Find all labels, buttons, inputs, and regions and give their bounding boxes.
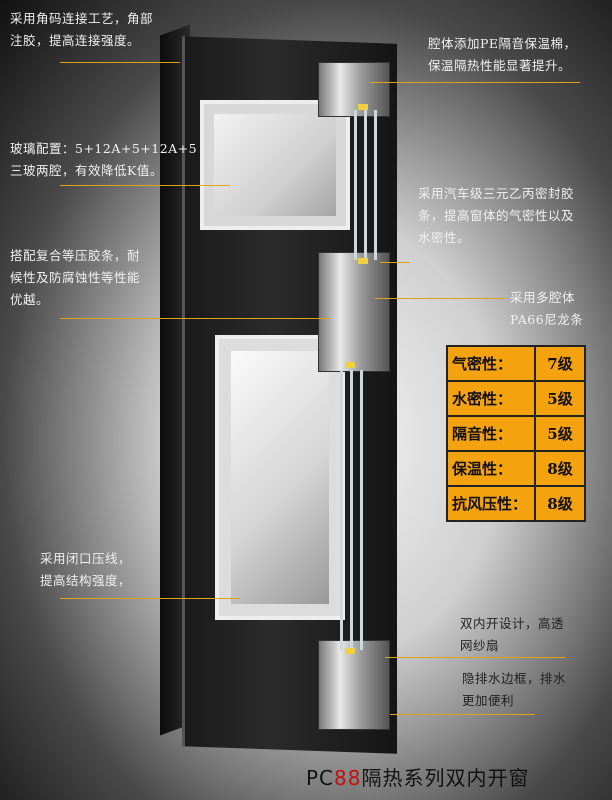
annotation-line: 网纱扇 xyxy=(460,638,500,653)
product-title: PC88隔热系列双内开窗 xyxy=(306,762,529,791)
annotation-drain: 隐排水边框，排水 更加便利 xyxy=(462,668,566,712)
table-row: 抗风压性：8级 xyxy=(446,485,586,522)
spec-name: 保温性： xyxy=(446,450,536,487)
gasket-strip xyxy=(358,104,368,110)
annotation-line: 更加便利 xyxy=(462,693,515,708)
spec-name: 水密性： xyxy=(446,380,536,417)
annotation-line: 候性及防腐蚀性等性能 xyxy=(10,270,141,285)
leader-line xyxy=(375,298,505,299)
gasket-strip xyxy=(345,362,355,368)
spec-name: 气密性： xyxy=(446,345,536,382)
glass-pane-5 xyxy=(350,370,353,650)
annotation-line: 三玻两腔，有效降低K值。 xyxy=(10,163,163,178)
gasket-strip xyxy=(345,648,355,654)
glass-pane-6 xyxy=(360,370,363,650)
lower-glass-panel xyxy=(215,335,345,620)
annotation-corner: 采用角码连接工艺，角部 注胶，提高连接强度。 xyxy=(10,8,153,52)
leader-line xyxy=(390,714,535,715)
annotation-line: 采用汽车级三元乙丙密封胶 xyxy=(418,186,575,201)
leader-line xyxy=(60,62,180,63)
leader-line xyxy=(60,318,330,319)
spec-name: 抗风压性： xyxy=(446,485,536,522)
spec-grade: 8级 xyxy=(534,450,586,487)
annotation-pe-cotton: 腔体添加PE隔音保温棉， 保温隔热性能显著提升。 xyxy=(428,33,577,77)
table-row: 气密性：7级 xyxy=(446,345,586,382)
bottom-profile-section xyxy=(318,640,390,730)
upper-glass-panel xyxy=(200,100,350,230)
leader-line xyxy=(380,262,410,263)
glass-pane-1 xyxy=(354,110,357,260)
annotation-gasket: 搭配复合等压胶条，耐 候性及防腐蚀性等性能 优越。 xyxy=(10,245,140,311)
glass-pane-4 xyxy=(340,370,343,650)
top-profile-section xyxy=(318,62,390,117)
title-prefix: PC xyxy=(306,766,335,790)
table-row: 保温性：8级 xyxy=(446,450,586,487)
spec-name: 隔音性： xyxy=(446,415,536,452)
spec-table: 气密性：7级 水密性：5级 隔音性：5级 保温性：8级 抗风压性：8级 xyxy=(446,345,586,522)
annotation-line: 采用闭口压线， xyxy=(40,551,132,566)
title-number: 88 xyxy=(334,766,362,790)
annotation-line: 玻璃配置：5+12A+5+12A+5 xyxy=(10,141,198,156)
table-row: 隔音性：5级 xyxy=(446,415,586,452)
spec-grade: 5级 xyxy=(534,380,586,417)
annotation-line: 条，提高窗体的气密性以及 xyxy=(418,208,575,223)
annotation-epdm-seal: 采用汽车级三元乙丙密封胶 条，提高窗体的气密性以及 水密性。 xyxy=(418,183,574,249)
middle-profile-section xyxy=(318,252,390,372)
leader-line xyxy=(60,598,240,599)
glass-pane-2 xyxy=(364,110,367,260)
annotation-closed-bead: 采用闭口压线， 提高结构强度， xyxy=(40,548,131,592)
leader-line xyxy=(60,185,230,186)
table-row: 水密性：5级 xyxy=(446,380,586,417)
annotation-line: 采用角码连接工艺，角部 xyxy=(10,11,154,26)
annotation-line: 水密性。 xyxy=(418,230,471,245)
title-text: 隔热系列双内开窗 xyxy=(361,766,530,790)
annotation-line: 采用多腔体 xyxy=(510,290,576,305)
leader-line xyxy=(370,82,580,83)
annotation-double-open: 双内开设计，高透 网纱扇 xyxy=(460,613,564,657)
annotation-line: 保温隔热性能显著提升。 xyxy=(428,58,572,73)
annotation-line: 提高结构强度， xyxy=(40,573,132,588)
annotation-line: 隐排水边框，排水 xyxy=(462,671,567,686)
spec-grade: 5级 xyxy=(534,415,586,452)
spec-grade: 7级 xyxy=(534,345,586,382)
annotation-pa66: 采用多腔体 PA66尼龙条 xyxy=(510,287,583,331)
leader-line xyxy=(385,657,565,658)
glass-pane-3 xyxy=(374,110,377,260)
annotation-line: 注胶，提高连接强度。 xyxy=(10,33,141,48)
annotation-glass: 玻璃配置：5+12A+5+12A+5 三玻两腔，有效降低K值。 xyxy=(10,138,197,182)
annotation-line: 搭配复合等压胶条，耐 xyxy=(10,248,141,263)
gasket-strip xyxy=(358,258,368,264)
annotation-line: 腔体添加PE隔音保温棉， xyxy=(428,36,577,51)
annotation-line: PA66尼龙条 xyxy=(510,312,584,327)
spec-grade: 8级 xyxy=(534,485,586,522)
annotation-line: 优越。 xyxy=(10,292,50,307)
annotation-line: 双内开设计，高透 xyxy=(460,616,565,631)
